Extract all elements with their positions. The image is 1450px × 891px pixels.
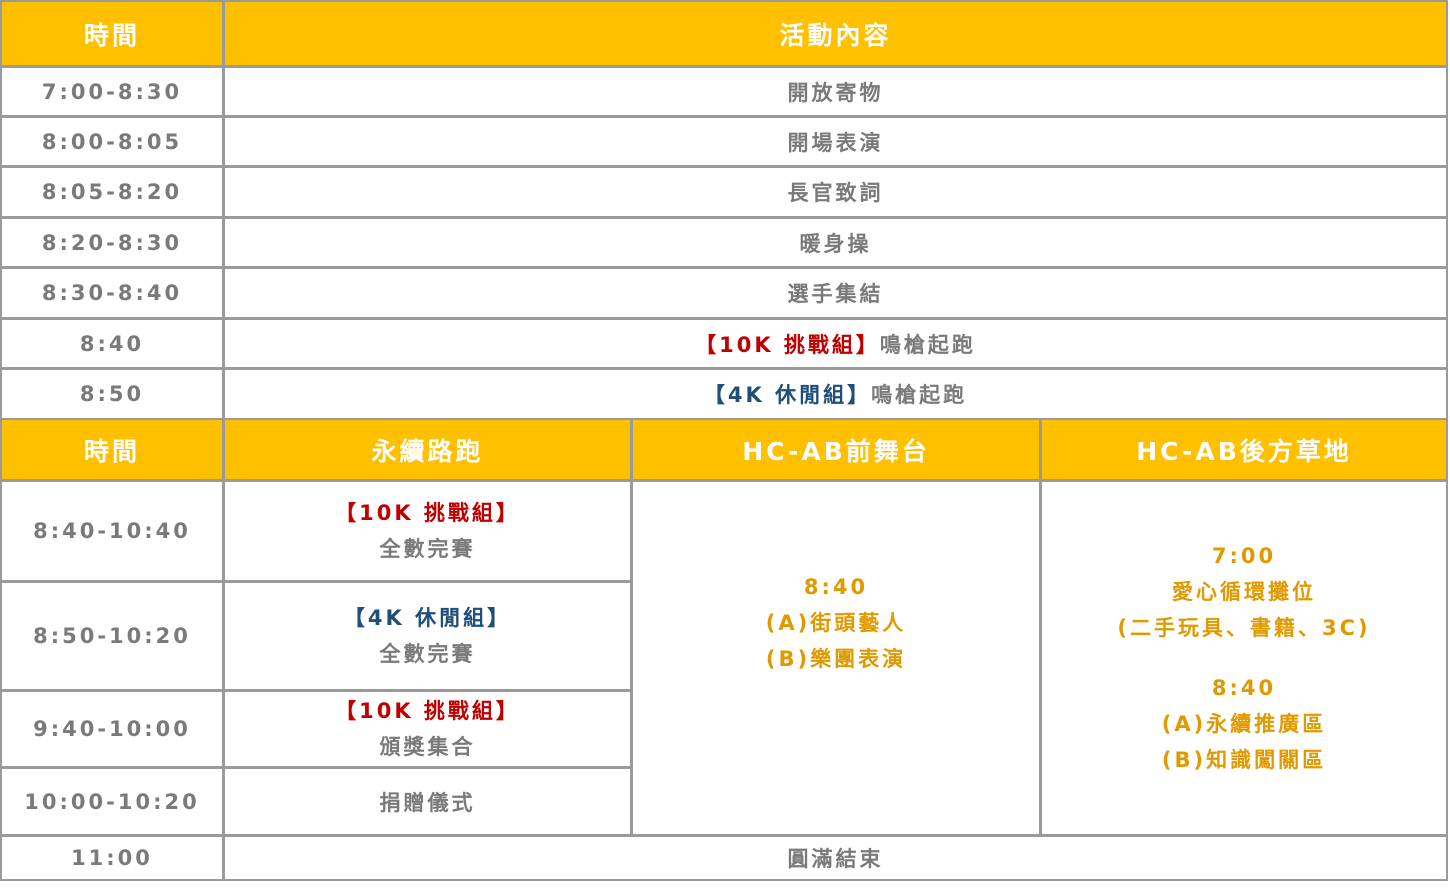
header-activity: 活動內容 (223, 0, 1448, 67)
header-stage: HC-AB前舞台 (631, 418, 1041, 481)
stage-cell: 8:40 (A)街頭藝人 (B)樂團表演 (631, 480, 1041, 836)
lawn-cell: 7:00 愛心循環攤位 (二手玩具、書籍、3C) 8:40 (A)永續推廣區 (… (1040, 480, 1448, 836)
group-tag: 【10K 挑戰組】 (695, 332, 880, 357)
route-cell: 【4K 休閒組】全數完賽 (223, 581, 632, 691)
end-time: 11:00 (0, 835, 224, 881)
activity-cell: 長官致詞 (223, 166, 1448, 218)
end-activity: 圓滿結束 (223, 835, 1448, 881)
route-text: 全數完賽 (379, 537, 476, 561)
activity-text: 鳴槍起跑 (879, 332, 976, 357)
time-cell: 8:40 (0, 318, 224, 369)
lawn-item: (B)知識闖關區 (1161, 748, 1327, 772)
group-tag: 【4K 休閒組】 (343, 606, 512, 630)
route-text: 全數完賽 (379, 642, 476, 666)
header-lawn: HC-AB後方草地 (1040, 418, 1448, 481)
lawn-item: 愛心循環攤位 (1172, 580, 1316, 604)
activity-text: 選手集結 (787, 282, 884, 306)
activity-cell: 暖身操 (223, 217, 1448, 268)
group-tag: 【4K 休閒組】 (703, 383, 872, 407)
activity-cell: 【4K 休閒組】鳴槍起跑 (223, 368, 1448, 420)
group-tag: 【10K 挑戰組】 (335, 501, 520, 525)
time-cell: 8:50-10:20 (0, 581, 224, 691)
activity-text: 長官致詞 (787, 181, 884, 205)
route-text: 頒獎集合 (379, 735, 476, 759)
activity-cell: 開放寄物 (223, 66, 1448, 117)
time-cell: 10:00-10:20 (0, 767, 224, 836)
time-cell: 7:00-8:30 (0, 66, 224, 117)
route-cell: 【10K 挑戰組】全數完賽 (223, 480, 632, 582)
time-cell: 8:00-8:05 (0, 116, 224, 167)
activity-cell: 開場表演 (223, 116, 1448, 167)
activity-cell: 【10K 挑戰組】鳴槍起跑 (223, 318, 1448, 369)
stage-item: (A)街頭藝人 (765, 611, 907, 635)
time-cell: 8:05-8:20 (0, 166, 224, 218)
route-cell: 捐贈儀式 (223, 767, 632, 836)
activity-cell: 選手集結 (223, 267, 1448, 319)
activity-text: 鳴槍起跑 (871, 383, 968, 407)
header-route: 永續路跑 (223, 418, 632, 481)
lawn-time: 7:00 (1211, 544, 1277, 568)
lawn-time: 8:40 (1211, 676, 1277, 700)
time-cell: 9:40-10:00 (0, 690, 224, 768)
activity-text: 開場表演 (787, 130, 884, 155)
activity-text: 開放寄物 (787, 80, 884, 105)
time-cell: 8:40-10:40 (0, 480, 224, 582)
lawn-item: (A)永續推廣區 (1161, 712, 1327, 736)
stage-time: 8:40 (803, 575, 869, 599)
group-tag: 【10K 挑戰組】 (335, 699, 520, 723)
lawn-item: (二手玩具、書籍、3C) (1117, 616, 1371, 640)
header-time: 時間 (0, 0, 224, 67)
time-cell: 8:30-8:40 (0, 267, 224, 319)
stage-item: (B)樂團表演 (765, 647, 907, 671)
header-time-2: 時間 (0, 418, 224, 481)
activity-text: 暖身操 (799, 231, 872, 256)
time-cell: 8:50 (0, 368, 224, 420)
route-cell: 【10K 挑戰組】頒獎集合 (223, 690, 632, 768)
time-cell: 8:20-8:30 (0, 217, 224, 268)
